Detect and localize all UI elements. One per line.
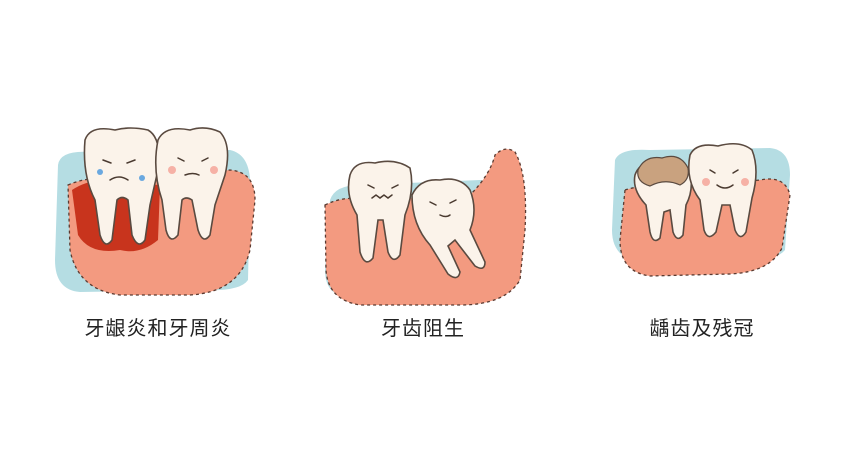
caries-illustration bbox=[612, 142, 791, 277]
impacted-tooth-illustration bbox=[324, 148, 527, 306]
tilted-tooth bbox=[411, 178, 486, 279]
sick-tooth bbox=[83, 127, 160, 245]
caption-gingivitis-periodontitis: 牙龈炎和牙周炎 bbox=[84, 316, 232, 340]
gingivitis-illustration bbox=[55, 127, 256, 296]
decay bbox=[637, 155, 689, 187]
caption-caries-residual-crown: 龋齿及残冠 bbox=[649, 316, 755, 340]
healthy-tooth bbox=[154, 127, 229, 240]
healthy-tooth bbox=[687, 142, 757, 238]
caption-impacted-tooth: 牙齿阻生 bbox=[381, 316, 465, 340]
